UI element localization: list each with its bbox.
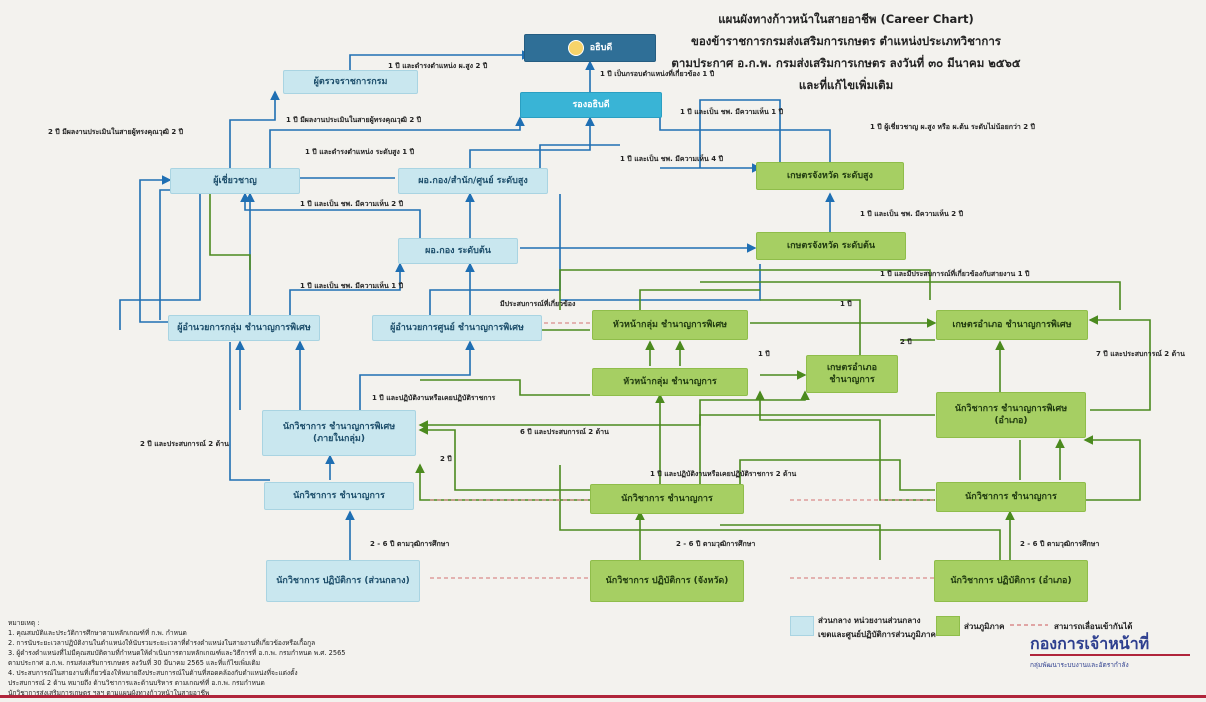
requirement-label: 2 ปี มีผลงานประเมินในสายผู้ทรงคุณวุฒิ 2 … — [48, 128, 184, 136]
personnel-division-logo: กองการเจ้าหน้าที่ — [1030, 634, 1150, 653]
box-label: เกษตรอำเภอ ชำนาญการพิเศษ — [952, 320, 1072, 330]
requirement-label: 2 - 6 ปี ตามวุฒิการศึกษา — [676, 540, 756, 548]
requirement-label: 2 ปี และประสบการณ์ 2 ด้าน — [140, 440, 229, 448]
department-emblem-icon — [567, 40, 584, 56]
note-4: 4. ประสบการณ์ในสายงานที่เกี่ยวข้องให้หมา… — [8, 669, 298, 677]
box-inspector: ผู้ตรวจราชการกรม — [283, 70, 418, 94]
note-2: 2. การนับระยะเวลาปฏิบัติงานในตำแหน่งให้น… — [8, 639, 316, 647]
box-label: นักวิชาการ ชำนาญการ — [965, 492, 1057, 502]
requirement-label: 1 ปี และเป็น ชพ. มีความเห็น 1 ปี — [300, 282, 404, 290]
requirement-label: 1 ปี และดำรงตำแหน่ง ผ.สูง 2 ปี — [388, 62, 488, 70]
requirement-label: 2 ปี — [900, 338, 912, 346]
box-director-high: ผอ.กอง/สำนัก/ศูนย์ ระดับสูง — [398, 168, 548, 194]
title-line-3: ตามประกาศ อ.ก.พ. กรมส่งเสริมการเกษตร ลงว… — [671, 56, 1021, 70]
note-head: หมายเหตุ : — [8, 619, 40, 627]
requirement-label: 2 - 6 ปี ตามวุฒิการศึกษา — [1020, 540, 1100, 548]
box-label: หัวหน้ากลุ่ม ชำนาญการพิเศษ — [612, 320, 728, 330]
requirement-label: 1 ปี ผู้เชี่ยวชาญ ผ.สูง หรือ ผ.ต้น ระดับ… — [870, 123, 1036, 131]
box-label: เกษตรจังหวัด ระดับต้น — [787, 241, 875, 251]
box-label: นักวิชาการ ชำนาญการพิเศษ (อำเภอ) — [954, 404, 1068, 426]
box-label: ผู้เชี่ยวชาญ — [213, 176, 257, 186]
requirement-label: 1 ปี — [840, 300, 852, 308]
brand-underline — [1030, 654, 1190, 656]
legend-swatch-central — [790, 616, 814, 636]
box-label: ผู้อำนวยการศูนย์ ชำนาญการพิเศษ — [390, 323, 524, 333]
box-expert: ผู้เชี่ยวชาญ — [170, 168, 300, 194]
title-line-2: ของข้าราชการกรมส่งเสริมการเกษตร ตำแหน่งป… — [691, 34, 1001, 48]
box-label: รองอธิบดี — [572, 100, 610, 110]
box-label: เกษตรจังหวัด ระดับสูง — [787, 171, 873, 181]
box-director-general: อธิบดี — [524, 34, 656, 62]
requirement-label: 1 ปี และเป็น ชพ. มีความเห็น 1 ปี — [680, 108, 784, 116]
brand-subtitle: กลุ่มพัฒนาระบบงานและอัตรากำลัง — [1030, 661, 1129, 669]
legend-label-central-2: เขตและศูนย์ปฏิบัติการส่วนภูมิภาค — [818, 630, 936, 639]
box-label: ผู้อำนวยการกลุ่ม ชำนาญการพิเศษ — [177, 323, 311, 333]
legend-label-central-1: ส่วนกลาง หน่วยงานส่วนกลาง — [818, 616, 921, 625]
legend-label-regional: ส่วนภูมิภาค — [964, 622, 1005, 631]
box-label: เกษตรอำเภอ ชำนาญการ — [826, 363, 877, 385]
requirement-label: 1 ปี และปฏิบัติงานหรือเคยปฏิบัติราชการ — [372, 394, 496, 402]
requirement-label: 1 ปี และมีประสบการณ์ที่เกี่ยวข้องกับสายง… — [880, 270, 1030, 278]
box-label: ผู้ตรวจราชการกรม — [313, 77, 388, 87]
box-label: นักวิชาการ ชำนาญการ — [621, 494, 713, 504]
chart-title: แผนผังทางก้าวหน้าในสายอาชีพ (Career Char… — [636, 8, 1056, 96]
requirement-label: 2 ปี — [440, 455, 452, 463]
box-provincial-mid: เกษตรจังหวัด ระดับต้น — [756, 232, 906, 260]
requirement-label: มีประสบการณ์ที่เกี่ยวข้อง — [500, 300, 576, 308]
box-center-head: ผู้อำนวยการศูนย์ ชำนาญการพิเศษ — [372, 315, 542, 341]
box-central-specialist-sp: นักวิชาการ ชำนาญการพิเศษ (ภายในกลุ่ม) — [262, 410, 416, 456]
legend-dash-sample — [1010, 624, 1048, 626]
title-line-4: และที่แก้ไขเพิ่มเติม — [798, 78, 894, 92]
requirement-label: 6 ปี และประสบการณ์ 2 ด้าน — [520, 428, 609, 436]
box-central-practitioner: นักวิชาการ ปฏิบัติการ (ส่วนกลาง) — [266, 560, 420, 602]
box-label: ผอ.กอง/สำนัก/ศูนย์ ระดับสูง — [418, 176, 528, 186]
requirement-label: 7 ปี และประสบการณ์ 2 ด้าน — [1096, 350, 1185, 358]
requirement-label: 1 ปี และเป็น ชพ. มีความเห็น 2 ปี — [300, 200, 404, 208]
box-district-practitioner: นักวิชาการ ปฏิบัติการ (อำเภอ) — [934, 560, 1088, 602]
requirement-label: 1 ปี และปฏิบัติงานหรือเคยปฏิบัติราชการ 2… — [650, 470, 797, 478]
requirement-label: 1 ปี และเป็น ชพ. มีความเห็น 4 ปี — [620, 155, 724, 163]
box-provincial-group-head-sp: หัวหน้ากลุ่ม ชำนาญการพิเศษ — [592, 310, 748, 340]
footnotes: หมายเหตุ : 1. คุณสมบัติและประวัติการศึกษ… — [8, 618, 798, 698]
requirement-label: 1 ปี เป็นกรอบตำแหน่งที่เกี่ยวข้อง 1 ปี — [600, 70, 715, 78]
note-4b: ประสบการณ์ 2 ด้าน หมายถึง ด้านวิชาการและ… — [8, 679, 265, 687]
note-3: 3. ผู้ดำรงตำแหน่งที่ไม่มีคุณสมบัติตามที่… — [8, 649, 346, 657]
box-district-head-sp: เกษตรอำเภอ ชำนาญการพิเศษ — [936, 310, 1088, 340]
box-provincial-practitioner: นักวิชาการ ปฏิบัติการ (จังหวัด) — [590, 560, 744, 602]
note-1: 1. คุณสมบัติและประวัติการศึกษาตามหลักเกณ… — [8, 629, 187, 637]
legend-label-dash: สามารถเลื่อนเข้ากันได้ — [1054, 622, 1133, 631]
box-provincial-high: เกษตรจังหวัด ระดับสูง — [756, 162, 904, 190]
box-provincial-specialist: นักวิชาการ ชำนาญการ — [590, 484, 744, 514]
box-director-mid: ผอ.กอง ระดับต้น — [398, 238, 518, 264]
requirement-label: 2 - 6 ปี ตามวุฒิการศึกษา — [370, 540, 450, 548]
box-district-head: เกษตรอำเภอ ชำนาญการ — [806, 355, 898, 393]
box-label: หัวหน้ากลุ่ม ชำนาญการ — [623, 377, 717, 387]
box-district-specialist-sp: นักวิชาการ ชำนาญการพิเศษ (อำเภอ) — [936, 392, 1086, 438]
footer-rule — [0, 695, 1206, 698]
box-provincial-group-head: หัวหน้ากลุ่ม ชำนาญการ — [592, 368, 748, 396]
box-label: นักวิชาการ ชำนาญการพิเศษ (ภายในกลุ่ม) — [282, 422, 396, 444]
requirement-label: 1 ปี และดำรงตำแหน่ง ระดับสูง 1 ปี — [305, 148, 415, 156]
requirement-label: 1 ปี มีผลงานประเมินในสายผู้ทรงคุณวุฒิ 2 … — [286, 116, 422, 124]
requirement-label: 1 ปี — [758, 350, 770, 358]
box-deputy-director-general: รองอธิบดี — [520, 92, 662, 118]
box-group-head-central: ผู้อำนวยการกลุ่ม ชำนาญการพิเศษ — [168, 315, 320, 341]
box-central-specialist: นักวิชาการ ชำนาญการ — [264, 482, 414, 510]
requirement-label: 1 ปี และเป็น ชพ. มีความเห็น 2 ปี — [860, 210, 964, 218]
box-label: นักวิชาการ ปฏิบัติการ (อำเภอ) — [950, 576, 1072, 586]
box-label: อธิบดี — [589, 43, 613, 53]
legend-swatch-regional — [936, 616, 960, 636]
box-label: นักวิชาการ ปฏิบัติการ (จังหวัด) — [605, 576, 729, 586]
box-district-specialist: นักวิชาการ ชำนาญการ — [936, 482, 1086, 512]
box-label: นักวิชาการ ปฏิบัติการ (ส่วนกลาง) — [276, 576, 410, 586]
title-line-1: แผนผังทางก้าวหน้าในสายอาชีพ (Career Char… — [718, 12, 974, 26]
box-label: นักวิชาการ ชำนาญการ — [293, 491, 385, 501]
note-3b: ตามประกาศ อ.ก.พ. กรมส่งเสริมการเกษตร ลงว… — [8, 659, 261, 667]
note-4c: นักวิชาการส่งเสริมการเกษตร ฯลฯ ตามแผนผัง… — [8, 689, 210, 697]
box-label: ผอ.กอง ระดับต้น — [425, 246, 491, 256]
